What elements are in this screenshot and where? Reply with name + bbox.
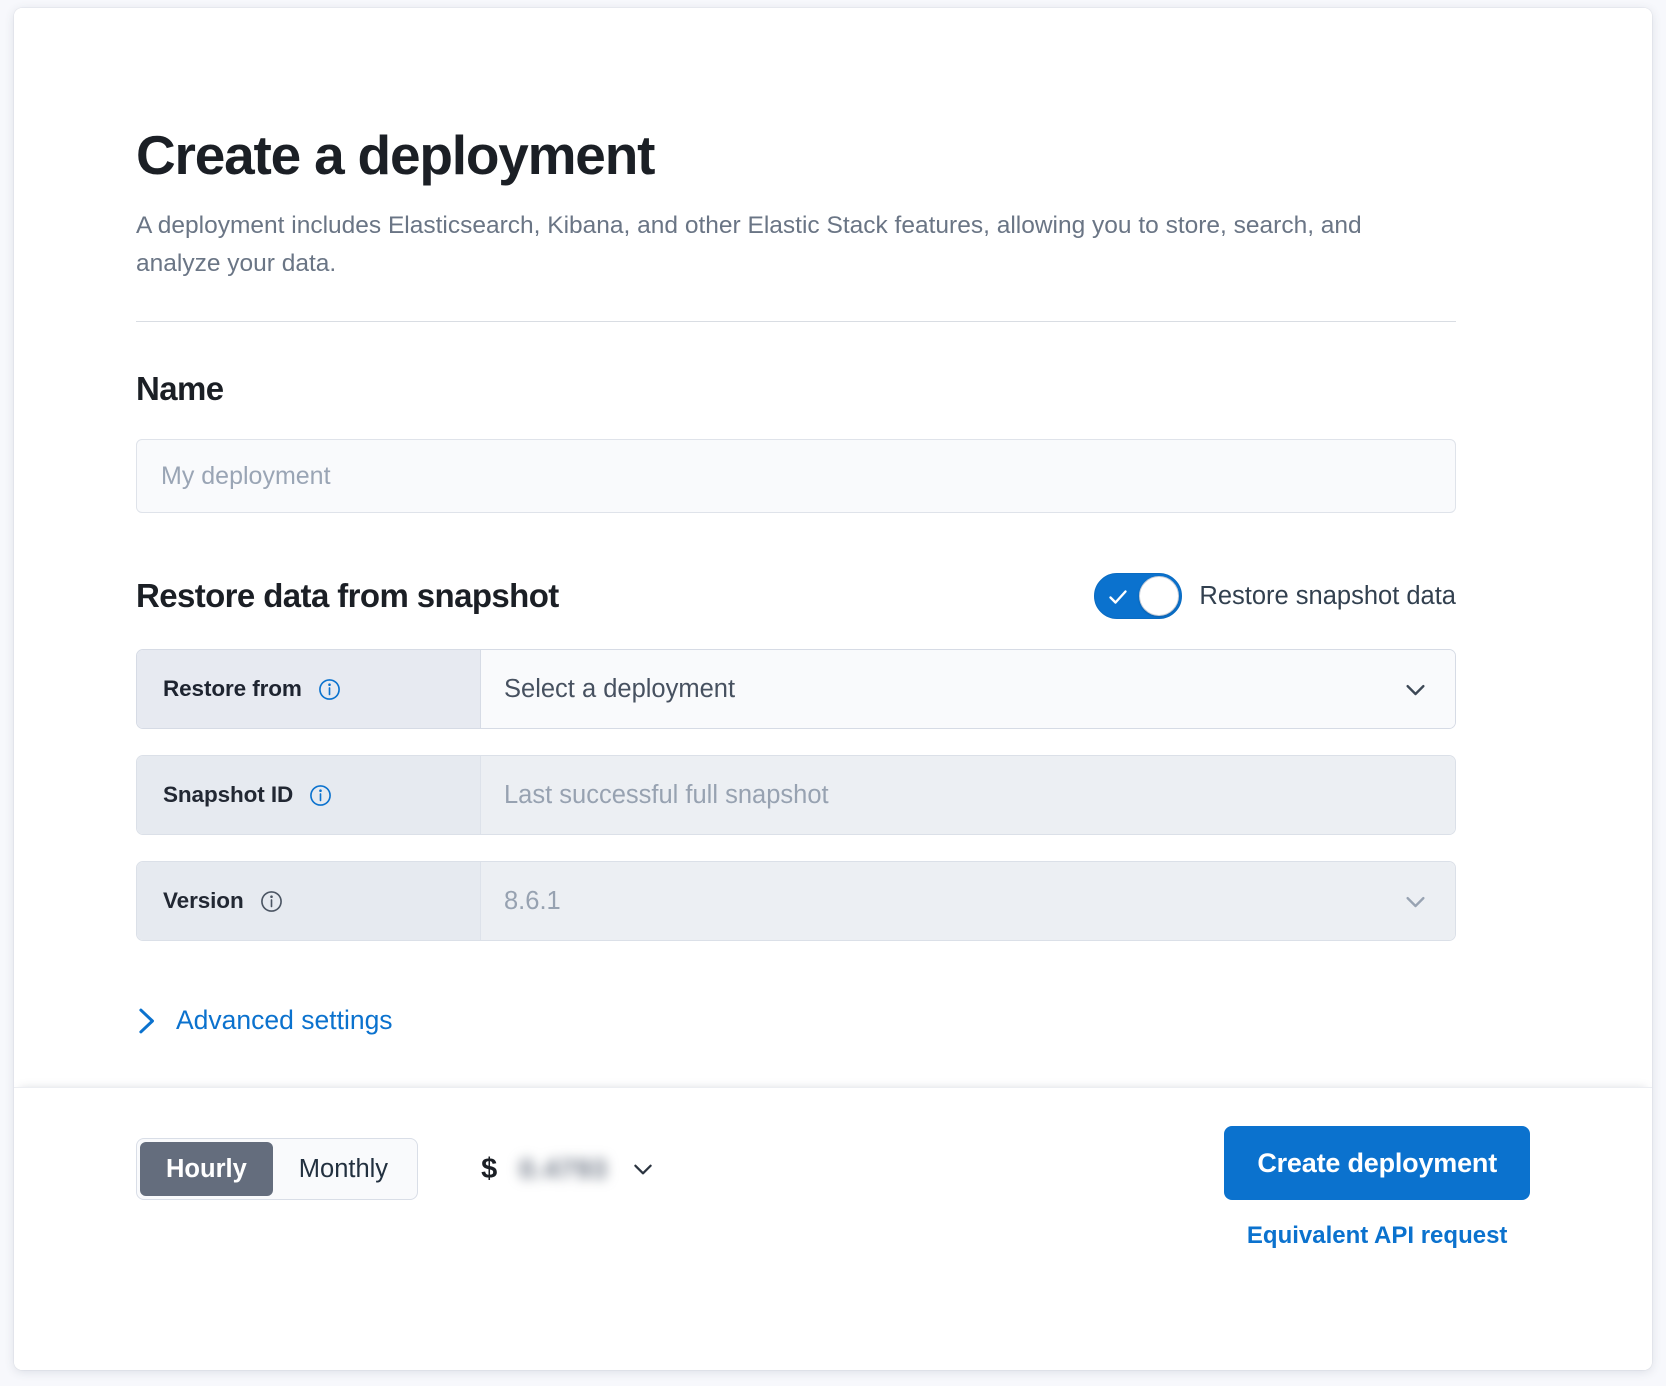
advanced-settings-label: Advanced settings bbox=[176, 1005, 393, 1036]
snapshot-id-label-cell: Snapshot ID bbox=[137, 756, 481, 835]
version-label: Version bbox=[163, 888, 244, 914]
version-label-cell: Version bbox=[137, 862, 481, 941]
snapshot-id-label: Snapshot ID bbox=[163, 782, 294, 808]
chevron-right-icon bbox=[139, 1008, 154, 1034]
restore-snapshot-switch[interactable] bbox=[1094, 573, 1183, 620]
billing-option-hourly[interactable]: Hourly bbox=[140, 1142, 273, 1196]
pricing-group: Hourly Monthly $ 0.4793 bbox=[136, 1126, 656, 1200]
deployment-name-input[interactable] bbox=[136, 439, 1456, 514]
equivalent-api-request-link[interactable]: Equivalent API request bbox=[1246, 1222, 1508, 1249]
page-body: Create a deployment A deployment include… bbox=[14, 8, 1652, 1087]
page-footer: Hourly Monthly $ 0.4793 Create deploymen… bbox=[14, 1087, 1652, 1370]
snapshot-id-placeholder: Last successful full snapshot bbox=[504, 780, 829, 809]
snapshot-id-row: Snapshot ID Last successful full snapsho… bbox=[136, 755, 1456, 836]
restore-from-row[interactable]: Restore from Select a deployment bbox=[136, 649, 1456, 730]
restore-snapshot-toggle-group[interactable]: Restore snapshot data bbox=[1094, 573, 1456, 620]
version-select: 8.6.1 bbox=[481, 862, 1455, 941]
restore-from-label: Restore from bbox=[163, 676, 302, 702]
chevron-down-icon bbox=[1406, 896, 1425, 908]
currency-symbol: $ bbox=[481, 1152, 498, 1185]
chevron-down-icon[interactable] bbox=[630, 1156, 656, 1182]
restore-form-rows: Restore from Select a deployment bbox=[136, 649, 1456, 942]
name-section-heading: Name bbox=[136, 370, 224, 408]
footer-inner: Hourly Monthly $ 0.4793 Create deploymen… bbox=[136, 1126, 1530, 1250]
switch-knob bbox=[1139, 576, 1180, 617]
chevron-down-icon[interactable] bbox=[1402, 676, 1429, 703]
restore-snapshot-toggle-label: Restore snapshot data bbox=[1199, 581, 1456, 610]
page-title: Create a deployment bbox=[136, 124, 655, 186]
restore-from-label-cell: Restore from bbox=[137, 650, 481, 729]
header-divider bbox=[136, 321, 1456, 323]
restore-from-value: Select a deployment bbox=[504, 674, 736, 703]
restore-section-header: Restore data from snapshot Restore snaps… bbox=[136, 573, 1456, 620]
info-icon[interactable] bbox=[309, 784, 332, 807]
restore-section-heading: Restore data from snapshot bbox=[136, 577, 559, 615]
content-column: Create a deployment A deployment include… bbox=[136, 8, 1456, 1041]
price-amount-redacted: 0.4793 bbox=[519, 1153, 608, 1184]
info-icon[interactable] bbox=[318, 678, 341, 701]
billing-period-segmented-control[interactable]: Hourly Monthly bbox=[136, 1138, 419, 1200]
check-icon bbox=[1109, 590, 1128, 605]
version-value: 8.6.1 bbox=[504, 886, 561, 915]
version-row: Version 8.6.1 bbox=[136, 861, 1456, 942]
name-section: Name bbox=[136, 370, 1456, 514]
price-display[interactable]: $ 0.4793 bbox=[481, 1153, 656, 1186]
billing-option-monthly[interactable]: Monthly bbox=[298, 1154, 389, 1183]
create-deployment-page: Create a deployment A deployment include… bbox=[14, 8, 1652, 1370]
page-subtitle: A deployment includes Elasticsearch, Kib… bbox=[136, 212, 1362, 278]
info-icon[interactable] bbox=[260, 890, 283, 913]
create-deployment-button[interactable]: Create deployment bbox=[1224, 1126, 1530, 1200]
advanced-settings-toggle[interactable]: Advanced settings bbox=[136, 1005, 393, 1036]
restore-from-select[interactable]: Select a deployment bbox=[481, 650, 1455, 729]
snapshot-id-field: Last successful full snapshot bbox=[481, 756, 1455, 835]
footer-actions: Create deployment Equivalent API request bbox=[1224, 1126, 1530, 1250]
